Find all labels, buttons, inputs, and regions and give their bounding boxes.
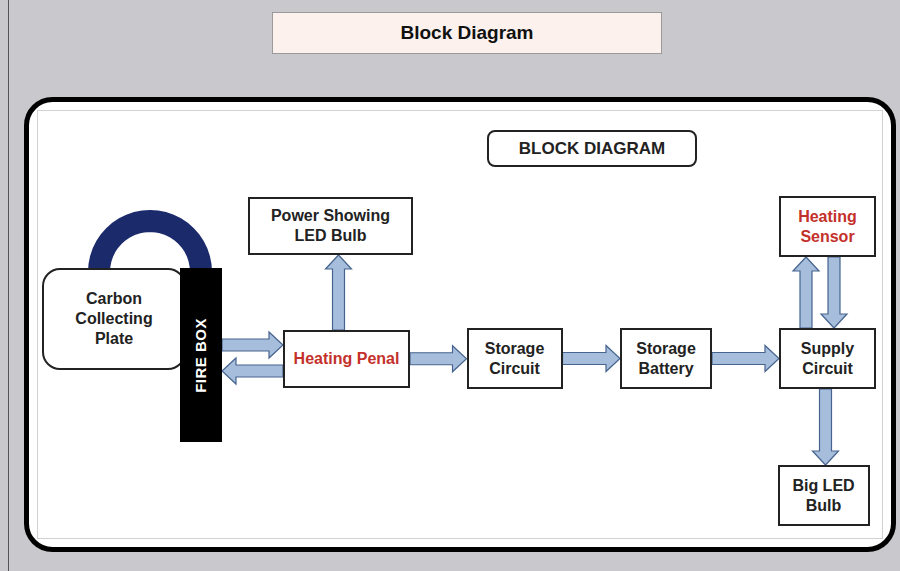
process-box: Big LED Bulb	[778, 465, 870, 526]
box-label: Storage Battery	[628, 339, 704, 379]
block-arrow	[410, 346, 467, 372]
process-box: Storage Circuit	[467, 328, 563, 389]
box-label: Storage Circuit	[475, 339, 555, 379]
process-box: Power Showing LED Bulb	[248, 197, 413, 255]
block-arrow	[793, 257, 819, 328]
box-label: Heating Sensor	[788, 207, 868, 247]
plate-box: Carbon Collecting Plate	[42, 268, 186, 370]
carbon-duct	[99, 221, 201, 272]
block-arrow	[222, 358, 283, 384]
block-arrow	[813, 389, 839, 465]
box-label: Supply Circuit	[788, 339, 868, 379]
diagram-panel	[27, 100, 894, 550]
process-box: Heating Penal	[283, 330, 410, 388]
block-arrow	[222, 332, 283, 358]
fire-box: FIRE BOX	[180, 268, 222, 442]
heading-box: BLOCK DIAGRAM	[487, 130, 697, 167]
block-arrow	[563, 346, 621, 372]
diagram-title: Block Diagram	[400, 22, 533, 44]
process-box: Supply Circuit	[779, 328, 876, 389]
process-box: Storage Battery	[620, 328, 712, 389]
process-box: Heating Sensor	[779, 196, 876, 257]
box-label: Heating Penal	[294, 349, 400, 369]
box-label: BLOCK DIAGRAM	[519, 138, 665, 159]
box-label: Big LED Bulb	[786, 476, 862, 516]
box-label: Carbon Collecting Plate	[67, 289, 162, 349]
frame-edge	[8, 0, 9, 571]
block-arrow	[326, 255, 352, 330]
vertical-label: FIRE BOX	[192, 318, 211, 393]
box-label: Power Showing LED Bulb	[263, 206, 398, 246]
block-arrow	[821, 257, 847, 328]
title-box: Block Diagram	[272, 12, 662, 54]
inner-frame	[38, 111, 883, 539]
block-arrow	[712, 346, 779, 372]
